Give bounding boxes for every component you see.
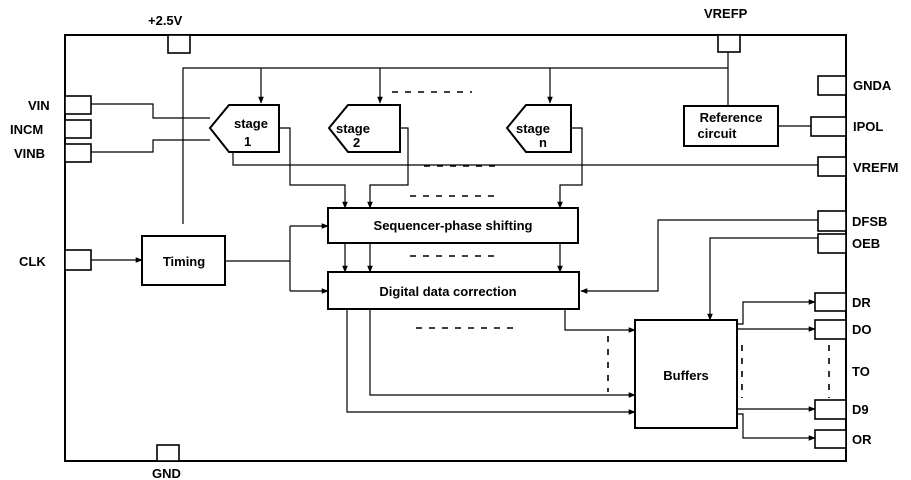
label-clk: CLK — [19, 254, 46, 269]
label-vrefm: VREFM — [853, 160, 899, 175]
stage-2-label: stage — [336, 121, 370, 136]
stage-n-index: n — [539, 135, 547, 150]
sequencer-block: Sequencer-phase shifting — [327, 207, 579, 244]
label-d9: D9 — [852, 402, 869, 417]
label-gnd: GND — [152, 466, 181, 480]
stage-2: stage 2 — [327, 104, 401, 153]
reference-circuit-block: Reference circuit — [683, 105, 779, 147]
label-vinb: VINB — [14, 146, 45, 161]
stage-n: stage n — [505, 104, 572, 153]
correction-block: Digital data correction — [327, 271, 580, 310]
pin-d0 — [814, 319, 847, 340]
pin-dr — [814, 292, 847, 312]
buffers-label: Buffers — [663, 368, 709, 383]
pin-ipol — [810, 116, 847, 137]
label-vin: VIN — [28, 98, 50, 113]
pins — [64, 34, 847, 462]
correction-label: Digital data correction — [379, 284, 516, 299]
pin-oeb — [817, 233, 847, 254]
pin-clk — [64, 249, 92, 271]
label-to: TO — [852, 364, 870, 379]
buffers-block: Buffers — [634, 319, 738, 429]
label-dr: DR — [852, 295, 871, 310]
label-gnda: GNDA — [853, 78, 892, 93]
wiring — [91, 52, 830, 441]
stage-n-label: stage — [516, 121, 550, 136]
stage-1-index: 1 — [244, 134, 251, 149]
label-supply: +2.5V — [148, 13, 183, 28]
reference-label-line1: Reference — [700, 110, 763, 125]
pin-dfsb — [817, 210, 847, 232]
pin-or — [814, 429, 847, 449]
pin-d9 — [814, 399, 847, 420]
label-dfsb: DFSB — [852, 214, 887, 229]
pin-vin — [64, 95, 92, 115]
stage-1-label: stage — [234, 116, 268, 131]
pin-supply — [167, 34, 191, 54]
stage-1: stage 1 — [208, 104, 280, 153]
pin-incm — [64, 119, 92, 139]
timing-label: Timing — [163, 254, 205, 269]
label-incm: INCM — [10, 122, 43, 137]
pin-gnd — [156, 444, 180, 462]
sequencer-label: Sequencer-phase shifting — [374, 218, 533, 233]
label-vrefp: VREFP — [704, 6, 748, 21]
label-ipol: IPOL — [853, 119, 883, 134]
pin-gnda — [817, 75, 847, 96]
pin-labels: +2.5V VREFP GNDA VIN INCM VINB IPOL VREF… — [10, 6, 899, 480]
pin-vinb — [64, 143, 92, 163]
label-oeb: OEB — [852, 236, 880, 251]
label-or: OR — [852, 432, 872, 447]
pin-vrefm — [817, 156, 847, 177]
label-d0: DO — [852, 322, 872, 337]
stage-2-index: 2 — [353, 135, 360, 150]
timing-block: Timing — [141, 235, 226, 286]
reference-label-line2: circuit — [697, 126, 737, 141]
pin-vrefp — [717, 34, 741, 53]
